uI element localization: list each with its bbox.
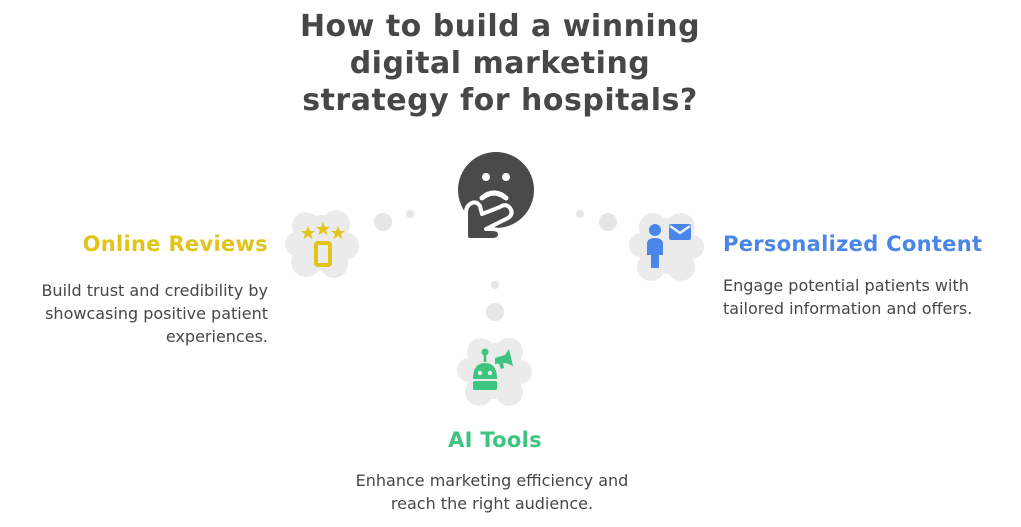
connector-dot [486, 303, 504, 321]
desc-line: Engage potential patients with [723, 276, 969, 295]
desc-line: showcasing positive patient [45, 304, 268, 323]
title-line-3: strategy for hospitals? [302, 83, 698, 118]
thinking-face-icon [458, 152, 534, 242]
online-reviews-description: Build trust and credibility by showcasin… [41, 279, 268, 348]
star-rating-phone-icon [301, 222, 345, 267]
connector-dot [576, 210, 584, 218]
desc-line: Build trust and credibility by [41, 281, 268, 300]
connector-dot [374, 213, 392, 231]
personalized-content-description: Engage potential patients with tailored … [723, 274, 972, 320]
connector-dot [406, 210, 414, 218]
robot-megaphone-icon [473, 348, 513, 390]
person-mail-icon [647, 224, 691, 268]
desc-line: experiences. [165, 327, 268, 346]
page-title: How to build a winning digital marketing… [250, 8, 750, 119]
online-reviews-heading: Online Reviews [82, 232, 268, 256]
title-line-1: How to build a winning [299, 9, 701, 44]
connector-dot [599, 213, 617, 231]
connector-dot [491, 281, 499, 289]
ai-tools-heading: AI Tools [448, 428, 542, 452]
title-line-2: digital marketing [349, 46, 651, 81]
desc-line: reach the right audience. [390, 494, 594, 513]
personalized-content-heading: Personalized Content [723, 232, 983, 256]
desc-line: Enhance marketing efficiency and [355, 471, 629, 490]
ai-tools-description: Enhance marketing efficiency and reach t… [292, 469, 692, 515]
desc-line: tailored information and offers. [723, 299, 973, 318]
